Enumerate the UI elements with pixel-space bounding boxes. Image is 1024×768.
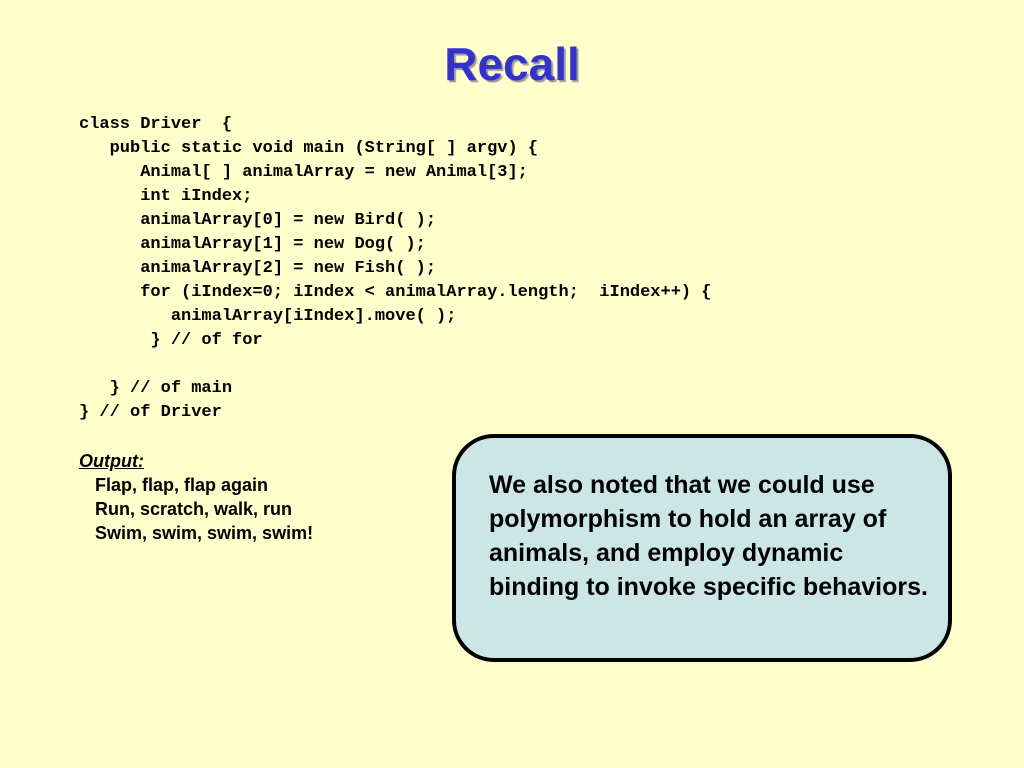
code-line-blank — [79, 353, 712, 377]
code-line: public static void main (String[ ] argv)… — [79, 139, 539, 158]
code-line: for (iIndex=0; iIndex < animalArray.leng… — [79, 283, 712, 302]
code-block: class Driver { public static void main (… — [79, 113, 712, 425]
code-line: int iIndex; — [79, 187, 253, 206]
code-line: } // of for — [79, 331, 263, 350]
code-line: animalArray[0] = new Bird( ); — [79, 211, 437, 230]
code-line: Animal[ ] animalArray = new Animal[3]; — [79, 163, 528, 182]
code-line: } // of Driver — [79, 403, 222, 422]
callout-box: We also noted that we could use polymorp… — [452, 434, 952, 662]
output-label: Output: — [79, 451, 144, 471]
code-line: animalArray[1] = new Dog( ); — [79, 235, 426, 254]
code-line: class Driver { — [79, 115, 233, 134]
code-line: animalArray[2] = new Fish( ); — [79, 259, 437, 278]
slide-title: Recall — [444, 38, 580, 90]
callout-text: We also noted that we could use polymorp… — [489, 471, 928, 601]
code-line: animalArray[iIndex].move( ); — [79, 307, 457, 326]
output-line: Run, scratch, walk, run — [95, 499, 293, 519]
output-section: Output: Flap, flap, flap again Run, scra… — [79, 449, 313, 545]
code-line: } // of main — [79, 379, 233, 398]
output-line: Flap, flap, flap again — [95, 475, 269, 495]
output-line: Swim, swim, swim, swim! — [95, 523, 314, 543]
